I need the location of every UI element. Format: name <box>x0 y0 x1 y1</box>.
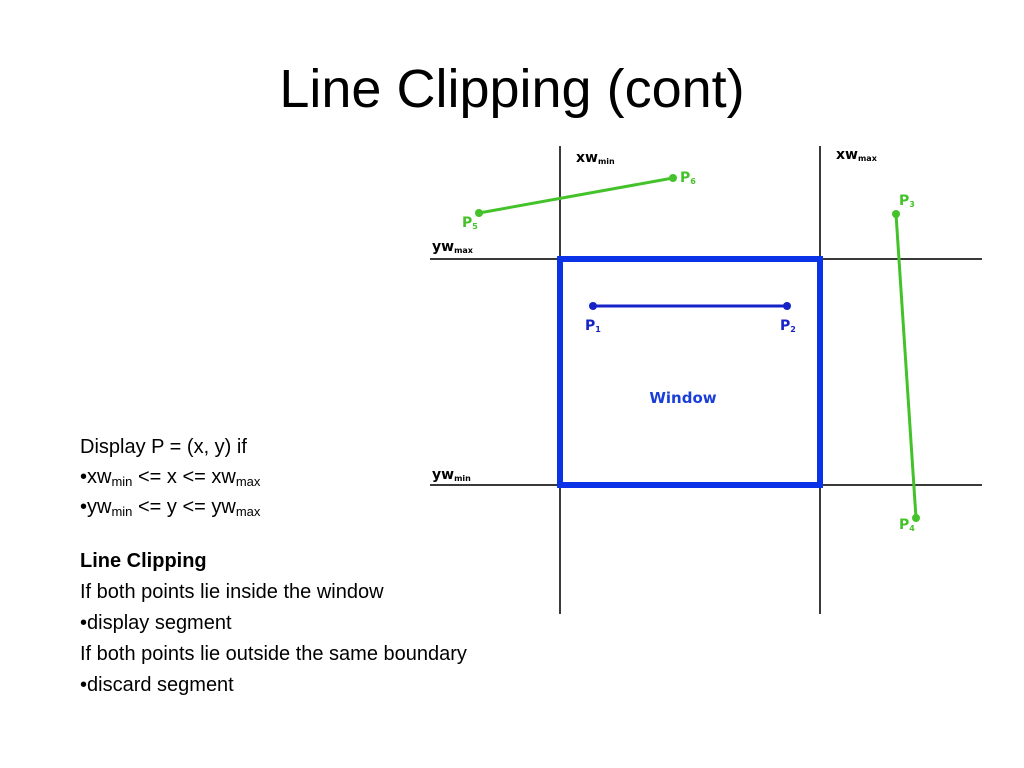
point-p1 <box>589 302 597 310</box>
window-label: Window <box>649 389 716 407</box>
comparison-text: <= y <= <box>132 496 212 518</box>
bullet: • <box>80 466 88 488</box>
p2-label: P2 <box>780 318 796 334</box>
display-condition: Display P = (x, y) if •xwmin <= x <= xwm… <box>80 432 260 522</box>
xw-max-label: xwmax <box>836 147 878 163</box>
xw-text: xw <box>87 466 112 488</box>
yw-max-label: ywmax <box>432 239 474 255</box>
segment-p5-p6 <box>478 176 674 215</box>
bullet: • <box>80 496 88 518</box>
point-p6 <box>669 174 677 182</box>
x-range-rule: •xwmin <= x <= xwmax <box>80 462 260 492</box>
p6-label: P6 <box>680 170 696 186</box>
min-subscript: min <box>111 474 133 489</box>
max-subscript: max <box>235 504 261 519</box>
y-range-rule: •ywmin <= y <= ywmax <box>80 492 260 522</box>
slide-title: Line Clipping (cont) <box>279 59 745 119</box>
min-subscript: min <box>111 504 133 519</box>
p1-label: P1 <box>585 318 601 334</box>
xw-text: xw <box>211 466 236 488</box>
point-p4 <box>912 514 920 522</box>
clip-window <box>557 256 823 488</box>
comparison-text: <= x <= <box>132 466 212 488</box>
point-p5 <box>475 209 483 217</box>
max-subscript: max <box>235 474 261 489</box>
yw-text: yw <box>211 496 236 518</box>
xw-min-label: xwmin <box>576 150 615 166</box>
line-clipping-rules: Line Clipping If both points lie inside … <box>80 546 467 701</box>
rule-outside-text: If both points lie outside the same boun… <box>80 643 467 665</box>
p3-label: P3 <box>899 193 915 209</box>
point-p3 <box>892 210 900 218</box>
rule-discard-bullet: •discard segment <box>80 674 234 696</box>
yw-text: yw <box>87 496 112 518</box>
condition-intro: Display P = (x, y) if <box>80 436 247 458</box>
segment-p3-p4 <box>894 213 918 519</box>
p5-label: P5 <box>462 215 478 231</box>
rules-heading: Line Clipping <box>80 550 207 572</box>
rule-display-bullet: •display segment <box>80 612 232 634</box>
rule-inside-text: If both points lie inside the window <box>80 581 384 603</box>
yw-min-label: ywmin <box>432 467 471 483</box>
p4-label: P4 <box>899 517 915 533</box>
point-p2 <box>783 302 791 310</box>
